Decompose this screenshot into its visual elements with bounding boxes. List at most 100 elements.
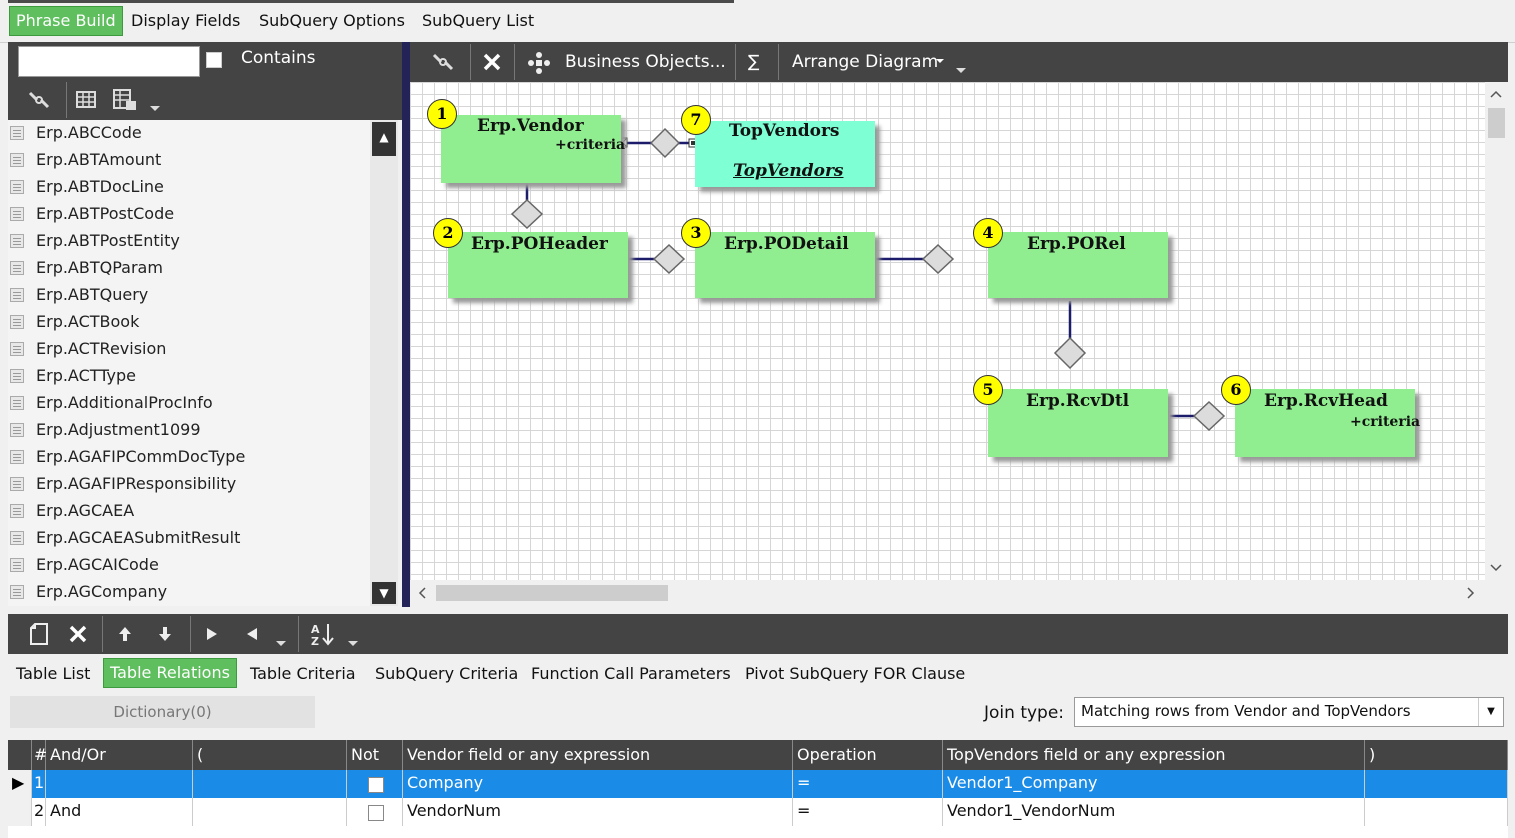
link-icon[interactable] [26, 87, 52, 113]
not-checkbox[interactable] [368, 805, 384, 821]
table-list-scrollbar[interactable]: ▲ ▼ [370, 120, 398, 606]
cell-topvendors-field[interactable]: Vendor1_Company [943, 770, 1365, 798]
list-item[interactable]: Erp.ABTAmount [8, 147, 370, 174]
list-item[interactable]: Erp.ACTType [8, 363, 370, 390]
dropdown-arrow-icon[interactable] [936, 59, 944, 64]
list-item[interactable]: Erp.ACTBook [8, 309, 370, 336]
list-item[interactable]: Erp.AGAFIPCommDocType [8, 444, 370, 471]
list-item[interactable]: Erp.Adjustment1099 [8, 417, 370, 444]
sigma-button[interactable]: ∑ [748, 52, 760, 72]
list-item[interactable]: Erp.AGCompany [8, 579, 370, 606]
tab-function-call-parameters[interactable]: Function Call Parameters [531, 664, 731, 683]
table-search-input[interactable] [18, 46, 200, 77]
scroll-up-icon[interactable] [1490, 90, 1502, 98]
list-item[interactable]: Erp.ABTPostCode [8, 201, 370, 228]
not-checkbox[interactable] [368, 777, 384, 793]
scroll-left-icon[interactable] [418, 587, 426, 599]
table-icon[interactable] [76, 90, 96, 110]
table-row[interactable]: 2 And VendorNum = Vendor1_VendorNum [8, 798, 1508, 826]
node-erp-poheader[interactable]: Erp.POHeader [448, 232, 628, 298]
cell-operation[interactable]: = [793, 770, 943, 798]
cell-andor[interactable]: And [46, 798, 193, 826]
business-objects-button[interactable]: Business Objects... [565, 52, 726, 72]
tab-table-criteria[interactable]: Table Criteria [250, 664, 356, 683]
list-item[interactable]: Erp.AGCAEASubmitResult [8, 525, 370, 552]
cell-topvendors-field[interactable]: Vendor1_VendorNum [943, 798, 1365, 826]
chevron-down-icon[interactable] [956, 68, 966, 74]
scroll-up-icon[interactable]: ▲ [372, 122, 396, 156]
link-icon[interactable] [430, 49, 456, 75]
col-header-topvendors-field[interactable]: TopVendors field or any expression [943, 740, 1365, 770]
cell-vendor-field[interactable]: VendorNum [403, 798, 793, 826]
node-erp-podetail[interactable]: Erp.PODetail [695, 232, 875, 298]
delete-icon[interactable] [68, 624, 88, 644]
query-diagram-canvas[interactable]: Erp.Vendor +criteria 1 TopVendors TopVen… [410, 82, 1485, 580]
arrow-down-icon[interactable] [158, 626, 172, 642]
diagram-vertical-scrollbar[interactable] [1485, 82, 1508, 580]
list-item[interactable]: Erp.AGCAICode [8, 552, 370, 579]
tab-pivot-subquery-for-clause[interactable]: Pivot SubQuery FOR Clause [745, 664, 966, 683]
arrow-up-icon[interactable] [118, 626, 132, 642]
node-topvendors[interactable]: TopVendors TopVendors [695, 121, 875, 187]
table-options-icon[interactable] [112, 86, 138, 112]
delete-icon[interactable] [482, 52, 502, 72]
scroll-down-icon[interactable] [1490, 564, 1502, 572]
col-header-close-paren[interactable]: ) [1365, 740, 1508, 770]
cell-close-paren[interactable] [1365, 798, 1508, 826]
cell-operation[interactable]: = [793, 798, 943, 826]
col-header-num[interactable]: # [32, 740, 47, 770]
business-objects-icon[interactable] [527, 51, 551, 75]
col-header-andor[interactable]: And/Or [46, 740, 193, 770]
chevron-down-icon[interactable] [276, 641, 286, 647]
chevron-down-icon[interactable] [150, 106, 160, 112]
scroll-down-icon[interactable]: ▼ [372, 582, 396, 604]
scroll-thumb[interactable] [436, 585, 668, 601]
cell-open-paren[interactable] [193, 798, 347, 826]
tab-table-list[interactable]: Table List [16, 664, 91, 683]
cell-vendor-field[interactable]: Company [403, 770, 793, 798]
cell-close-paren[interactable] [1365, 770, 1508, 798]
list-item[interactable]: Erp.ABTQuery [8, 282, 370, 309]
list-item[interactable]: Erp.ABTDocLine [8, 174, 370, 201]
cell-andor[interactable] [46, 770, 193, 798]
scroll-thumb[interactable] [1488, 108, 1505, 138]
tab-subquery-criteria[interactable]: SubQuery Criteria [375, 664, 519, 683]
cell-not[interactable] [347, 798, 403, 826]
list-item[interactable]: Erp.ABCCode [8, 120, 370, 147]
col-header-not[interactable]: Not [347, 740, 403, 770]
chevron-down-icon[interactable] [348, 641, 358, 647]
list-item[interactable]: Erp.ACTRevision [8, 336, 370, 363]
node-erp-porel[interactable]: Erp.PORel [988, 232, 1168, 298]
scroll-right-icon[interactable] [1467, 587, 1475, 599]
cell-open-paren[interactable] [193, 770, 347, 798]
list-item[interactable]: Erp.AGAFIPResponsibility [8, 471, 370, 498]
col-header-open-paren[interactable]: ( [193, 740, 347, 770]
tab-subquery-list[interactable]: SubQuery List [422, 11, 535, 30]
dictionary-button[interactable]: Dictionary(0) [10, 696, 315, 728]
sort-icon[interactable]: AZ [310, 622, 336, 646]
panel-splitter[interactable] [402, 42, 410, 607]
arrange-diagram-button[interactable]: Arrange Diagram [792, 52, 939, 72]
arrow-right-icon[interactable] [206, 627, 218, 641]
dropdown-arrow-icon[interactable]: ▼ [1478, 698, 1503, 726]
contains-checkbox[interactable] [206, 52, 222, 68]
tab-display-fields[interactable]: Display Fields [131, 11, 241, 30]
tab-table-relations[interactable]: Table Relations [103, 658, 237, 688]
new-icon[interactable] [30, 623, 48, 645]
list-item[interactable]: Erp.AGCAEA [8, 498, 370, 525]
join-type-select[interactable]: Matching rows from Vendor and TopVendors… [1074, 697, 1504, 727]
tab-phrase-build[interactable]: Phrase Build [9, 6, 123, 36]
node-erp-rcvdtl[interactable]: Erp.RcvDtl [988, 389, 1168, 457]
cell-not[interactable] [347, 770, 403, 798]
col-header-vendor-field[interactable]: Vendor field or any expression [403, 740, 793, 770]
table-row[interactable]: ▶ 1 Company = Vendor1_Company [8, 770, 1508, 798]
arrow-left-icon[interactable] [246, 627, 258, 641]
subquery-link[interactable]: TopVendors [733, 161, 844, 181]
col-header-operation[interactable]: Operation [793, 740, 943, 770]
list-item[interactable]: Erp.AdditionalProcInfo [8, 390, 370, 417]
node-erp-vendor[interactable]: Erp.Vendor +criteria [441, 115, 625, 183]
list-item[interactable]: Erp.ABTQParam [8, 255, 370, 282]
node-erp-rcvhead[interactable]: Erp.RcvHead +criteria [1235, 389, 1420, 457]
diagram-horizontal-scrollbar[interactable] [410, 580, 1485, 606]
list-item[interactable]: Erp.ABTPostEntity [8, 228, 370, 255]
